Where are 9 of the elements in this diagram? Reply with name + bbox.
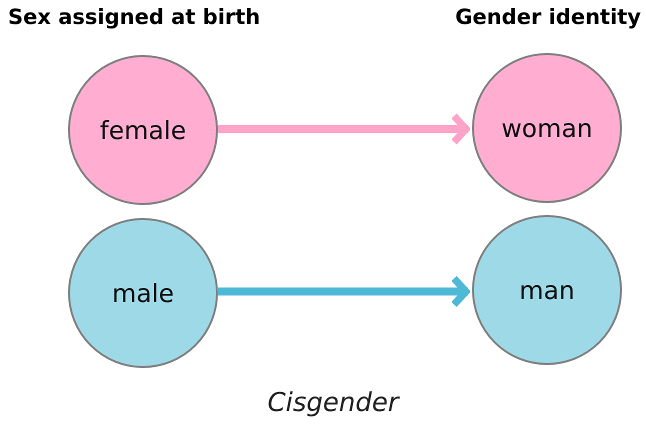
column-heading: Gender identity xyxy=(455,5,641,29)
arrow xyxy=(218,274,470,308)
node-label: man xyxy=(519,276,575,304)
caption: Cisgender xyxy=(266,388,401,418)
node-label: male xyxy=(112,278,174,308)
arrow xyxy=(218,112,470,146)
node-label: woman xyxy=(501,114,593,142)
column-heading: Sex assigned at birth xyxy=(8,5,260,29)
node-label: female xyxy=(100,116,186,144)
